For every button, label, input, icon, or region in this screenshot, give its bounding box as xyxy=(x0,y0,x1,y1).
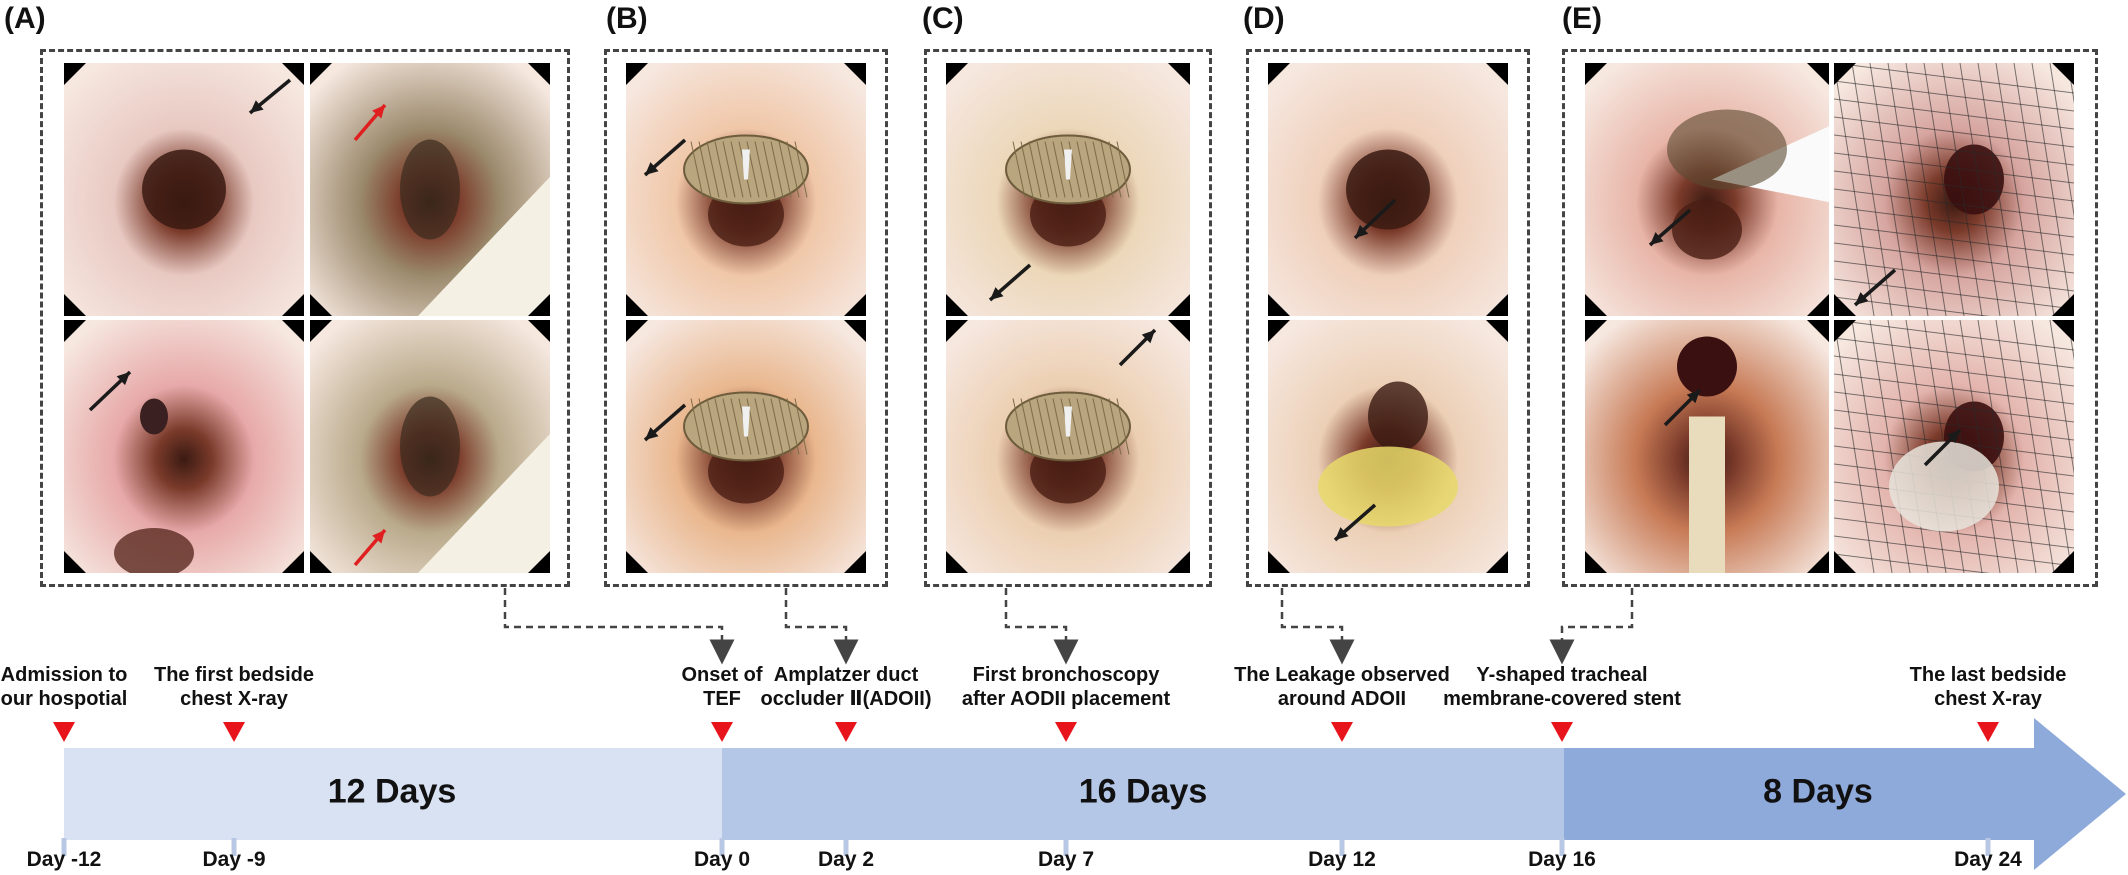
endoscopy-image xyxy=(64,320,304,573)
event-marker xyxy=(1977,722,1999,742)
connector-a xyxy=(503,588,735,665)
endoscopy-image xyxy=(946,320,1190,573)
day-tick xyxy=(1985,838,1991,856)
segment-2-label: 16 Days xyxy=(1078,772,1208,811)
event-marker xyxy=(711,722,733,742)
endoscopy-image xyxy=(1268,320,1508,573)
day-label: Day 7 xyxy=(1037,848,1095,871)
timeline-arrowhead xyxy=(2034,718,2126,870)
connector-e xyxy=(1549,588,1634,665)
event-label: The first bedside chest X-ray xyxy=(153,664,315,710)
connector-b xyxy=(784,588,859,665)
panel-e-frame xyxy=(1562,49,2098,587)
endoscopy-image xyxy=(946,63,1190,316)
event-label: Y-shaped tracheal membrane-covered stent xyxy=(1443,664,1681,710)
panel-b-frame xyxy=(604,49,888,587)
day-tick xyxy=(1063,838,1069,856)
day-tick xyxy=(1339,838,1345,856)
event-marker xyxy=(53,722,75,742)
panel-d-frame xyxy=(1246,49,1530,587)
segment-1-label: 12 Days xyxy=(327,772,457,811)
connector-c xyxy=(1004,588,1079,665)
day-label: Day -9 xyxy=(202,848,266,871)
day-tick xyxy=(61,838,67,856)
segment-3-label: 8 Days xyxy=(1763,772,1873,811)
endoscopy-image xyxy=(626,63,866,316)
day-tick xyxy=(1559,838,1565,856)
event-marker xyxy=(1331,722,1353,742)
event-label: Onset of TEF xyxy=(681,664,763,710)
segment-1 xyxy=(64,748,722,840)
panel-a-frame xyxy=(40,49,570,587)
endoscopy-image xyxy=(1585,63,1829,316)
day-tick xyxy=(719,838,725,856)
day-label: Day 12 xyxy=(1308,848,1376,871)
day-label: Day 2 xyxy=(817,848,875,871)
panel-letter-d: (D) xyxy=(1243,2,1285,35)
endoscopy-image xyxy=(310,320,550,573)
event-label: Amplatzer duct occluder Ⅱ(ADOII) xyxy=(760,664,932,710)
endoscopy-image xyxy=(1585,320,1829,573)
day-label: Day 16 xyxy=(1528,848,1596,871)
segment-3 xyxy=(1564,748,2034,840)
event-marker xyxy=(1551,722,1573,742)
endoscopy-image xyxy=(1834,63,2074,316)
panel-letter-e: (E) xyxy=(1562,2,1602,35)
segment-2 xyxy=(722,748,1564,840)
event-label: Admission to our hospotial xyxy=(0,664,128,710)
panel-c-frame xyxy=(924,49,1212,587)
day-tick xyxy=(843,838,849,856)
panel-letter-c: (C) xyxy=(922,2,964,35)
day-label: Day 24 xyxy=(1954,848,2022,871)
event-marker xyxy=(835,722,857,742)
event-label: The Leakage observed around ADOII xyxy=(1234,664,1450,710)
day-label: Day -12 xyxy=(26,848,102,871)
endoscopy-image xyxy=(626,320,866,573)
panel-letter-a: (A) xyxy=(4,2,46,35)
day-tick xyxy=(231,838,237,856)
endoscopy-image xyxy=(1834,320,2074,573)
event-label: First bronchoscopy after AODII placement xyxy=(961,664,1171,710)
day-label: Day 0 xyxy=(693,848,751,871)
panel-letter-b: (B) xyxy=(606,2,648,35)
endoscopy-image xyxy=(1268,63,1508,316)
connector-d xyxy=(1280,588,1355,665)
endoscopy-image xyxy=(64,63,304,316)
event-label: The last bedside chest X-ray xyxy=(1909,664,2067,710)
event-marker xyxy=(223,722,245,742)
endoscopy-image xyxy=(310,63,550,316)
event-marker xyxy=(1055,722,1077,742)
